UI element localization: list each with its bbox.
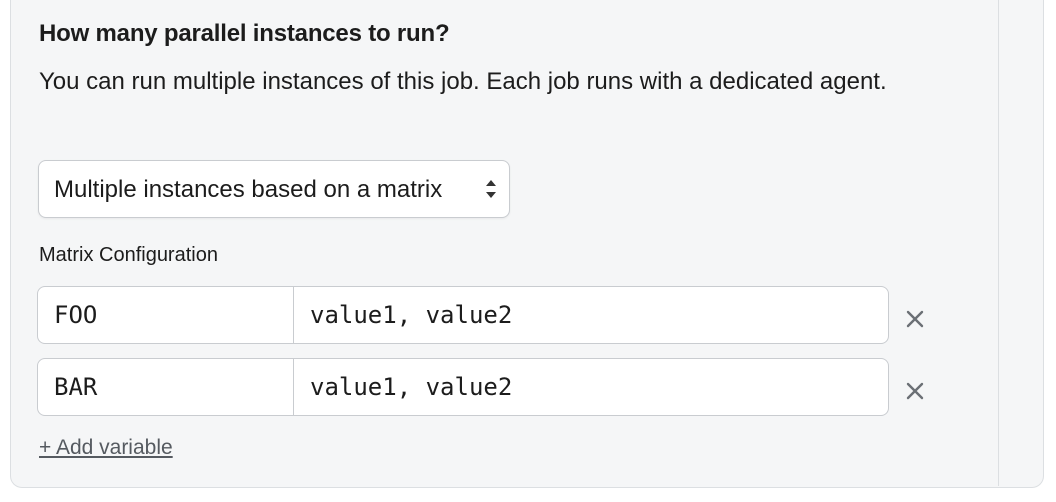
job-settings-panel: How many parallel instances to run? You … <box>10 0 1044 488</box>
matrix-variable-name-input[interactable] <box>38 359 293 415</box>
field-separator <box>293 287 294 343</box>
section-title: How many parallel instances to run? <box>39 20 450 47</box>
matrix-configuration-label: Matrix Configuration <box>39 244 218 266</box>
select-updown-icon <box>483 173 499 205</box>
field-separator <box>293 359 294 415</box>
panel-divider <box>998 0 999 486</box>
close-icon[interactable] <box>903 379 927 403</box>
matrix-variable-name-input[interactable] <box>38 287 293 343</box>
matrix-row <box>37 358 889 416</box>
section-description: You can run multiple instances of this j… <box>39 68 887 95</box>
matrix-variable-values-input[interactable] <box>294 359 888 415</box>
add-variable-link[interactable]: + Add variable <box>39 436 173 459</box>
matrix-variable-values-input[interactable] <box>294 287 888 343</box>
close-icon[interactable] <box>903 307 927 331</box>
parallelism-select-value: Multiple instances based on a matrix <box>54 176 443 203</box>
matrix-row <box>37 286 889 344</box>
parallelism-select[interactable]: Multiple instances based on a matrix <box>38 160 510 218</box>
